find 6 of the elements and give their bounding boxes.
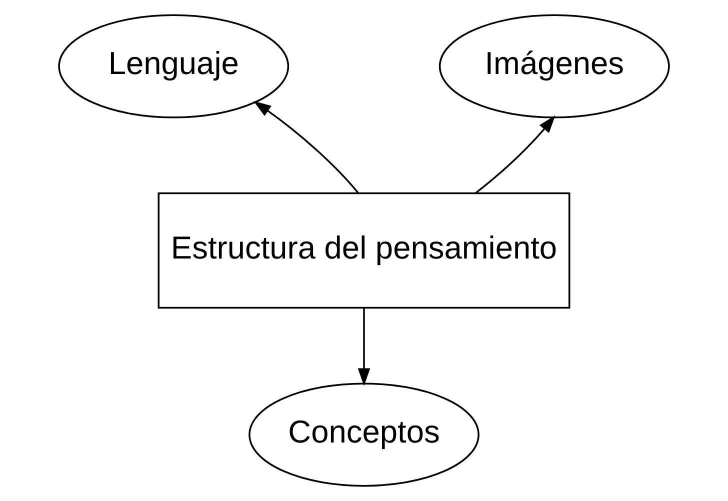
node-ellipse: Imágenes [438,14,670,118]
arrow [358,308,370,386]
arrow [253,100,360,194]
node-box: Estructura del pensamiento [158,192,570,309]
node-ellipse: Conceptos [248,382,480,487]
arrow [475,115,556,194]
